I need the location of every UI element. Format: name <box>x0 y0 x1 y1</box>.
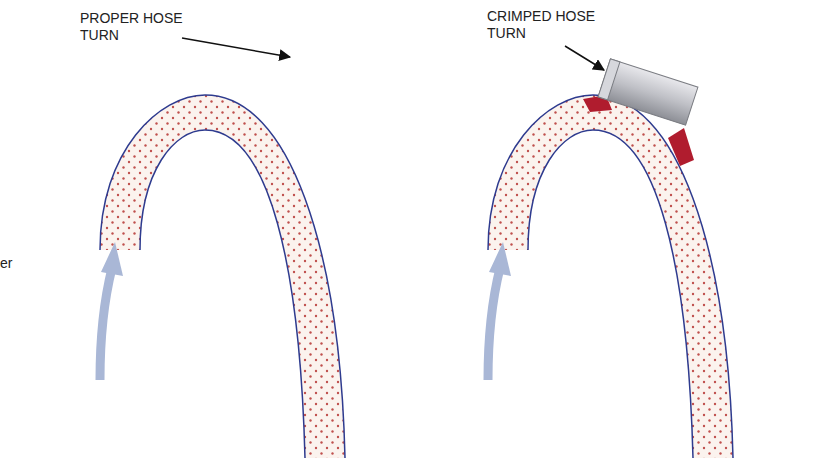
caption-label: PROPER HOSE TURN <box>80 10 190 44</box>
crimp-clamp <box>598 59 698 125</box>
leader-arrow <box>182 38 290 57</box>
proper-hose <box>100 95 345 458</box>
caption-label: CRIMPED HOSE TURN <box>487 8 602 42</box>
cut-off-text: er <box>0 255 30 272</box>
crimped-hose <box>488 95 733 458</box>
crimp-damage <box>668 128 694 166</box>
leader-arrow <box>565 46 604 70</box>
